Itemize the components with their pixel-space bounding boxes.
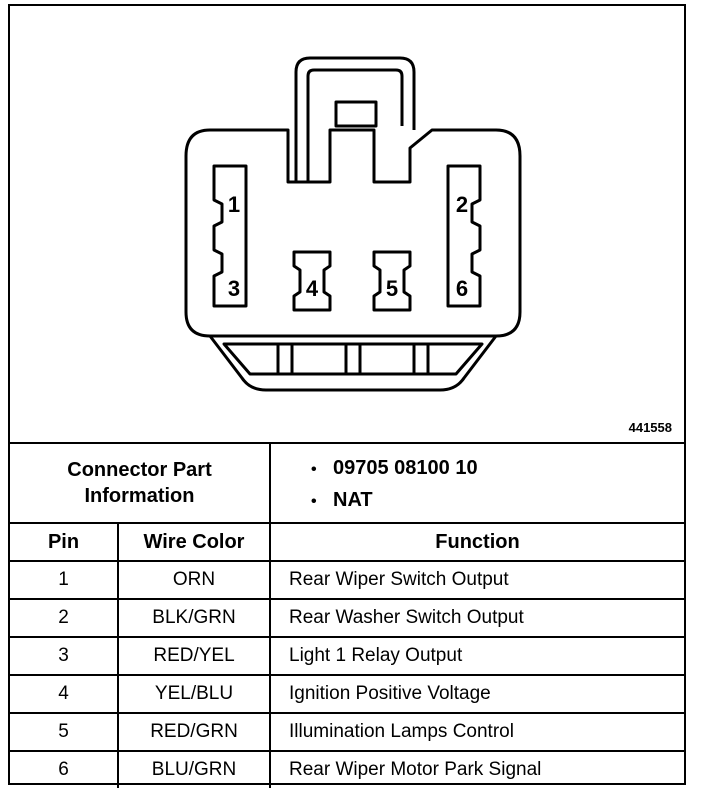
function-cell: Rear Washer Switch Output [269, 598, 684, 638]
function-cell: Light 1 Relay Output [269, 636, 684, 676]
wire-color-cell: BLK/GRN [117, 598, 271, 638]
pin-cell: 6 [10, 750, 119, 788]
connector-diagram: 1 2 3 4 5 6 441558 [10, 6, 684, 442]
pin-label-6: 6 [456, 276, 468, 301]
pin-cell: 5 [10, 712, 119, 752]
table-row: 6 BLU/GRN Rear Wiper Motor Park Signal [10, 750, 684, 788]
connector-color: NAT [333, 489, 373, 511]
connector-latch [294, 56, 416, 181]
cavity-4 [292, 250, 332, 312]
connector-table: Connector Part Information • 09705 08100 … [10, 442, 684, 788]
connector-skirt-inner [222, 342, 484, 376]
connector-info-item: • NAT [311, 484, 684, 516]
wire-color-cell: RED/GRN [117, 712, 271, 752]
pin-label-5: 5 [386, 276, 398, 301]
connector-sheet: 1 2 3 4 5 6 441558 Connector Part Inform… [8, 4, 686, 788]
function-cell: Ignition Positive Voltage [269, 674, 684, 714]
connector-body-outline [184, 128, 522, 338]
connector-info-label: Connector Part Information [10, 442, 271, 524]
table-row: 5 RED/GRN Illumination Lamps Control [10, 712, 684, 752]
connector-latch-inner [306, 68, 404, 181]
header-wire-color: Wire Color [117, 522, 271, 562]
table-header-row: Pin Wire Color Function [10, 522, 684, 562]
table-row: 4 YEL/BLU Ignition Positive Voltage [10, 674, 684, 714]
header-function: Function [269, 522, 684, 562]
wire-color-cell: ORN [117, 560, 271, 600]
header-pin: Pin [10, 522, 119, 562]
bullet-icon: • [311, 493, 317, 510]
connector-part-number: 09705 08100 10 [333, 457, 478, 479]
pin-cell: 3 [10, 636, 119, 676]
pin-label-4: 4 [306, 276, 319, 301]
table-row: 1 ORN Rear Wiper Switch Output [10, 560, 684, 600]
pin-cell: 4 [10, 674, 119, 714]
cavity-5 [372, 250, 412, 312]
connector-info-row: Connector Part Information • 09705 08100 … [10, 442, 684, 524]
wire-color-cell: RED/YEL [117, 636, 271, 676]
table-row: 3 RED/YEL Light 1 Relay Output [10, 636, 684, 676]
pin-label-1: 1 [228, 192, 240, 217]
latch-tab [334, 100, 378, 128]
connector-face-drawing: 1 2 3 4 5 6 [184, 56, 522, 392]
function-cell: Illumination Lamps Control [269, 712, 684, 752]
connector-info-values: • 09705 08100 10 • NAT [269, 442, 684, 524]
pin-cell: 1 [10, 560, 119, 600]
connector-info-label-text: Connector Part Information [67, 459, 212, 507]
wire-color-cell: YEL/BLU [117, 674, 271, 714]
pin-label-3: 3 [228, 276, 240, 301]
cavity-1-3 [212, 164, 248, 308]
pin-cell: 2 [10, 598, 119, 638]
pin-label-2: 2 [456, 192, 468, 217]
cavity-2-6 [446, 164, 482, 308]
figure-id: 441558 [628, 420, 672, 435]
bullet-icon: • [311, 461, 317, 478]
connector-info-item: • 09705 08100 10 [311, 452, 684, 484]
function-cell: Rear Wiper Motor Park Signal [269, 750, 684, 788]
table-row: 2 BLK/GRN Rear Washer Switch Output [10, 598, 684, 638]
connector-skirt [208, 335, 498, 392]
wire-color-cell: BLU/GRN [117, 750, 271, 788]
function-cell: Rear Wiper Switch Output [269, 560, 684, 600]
